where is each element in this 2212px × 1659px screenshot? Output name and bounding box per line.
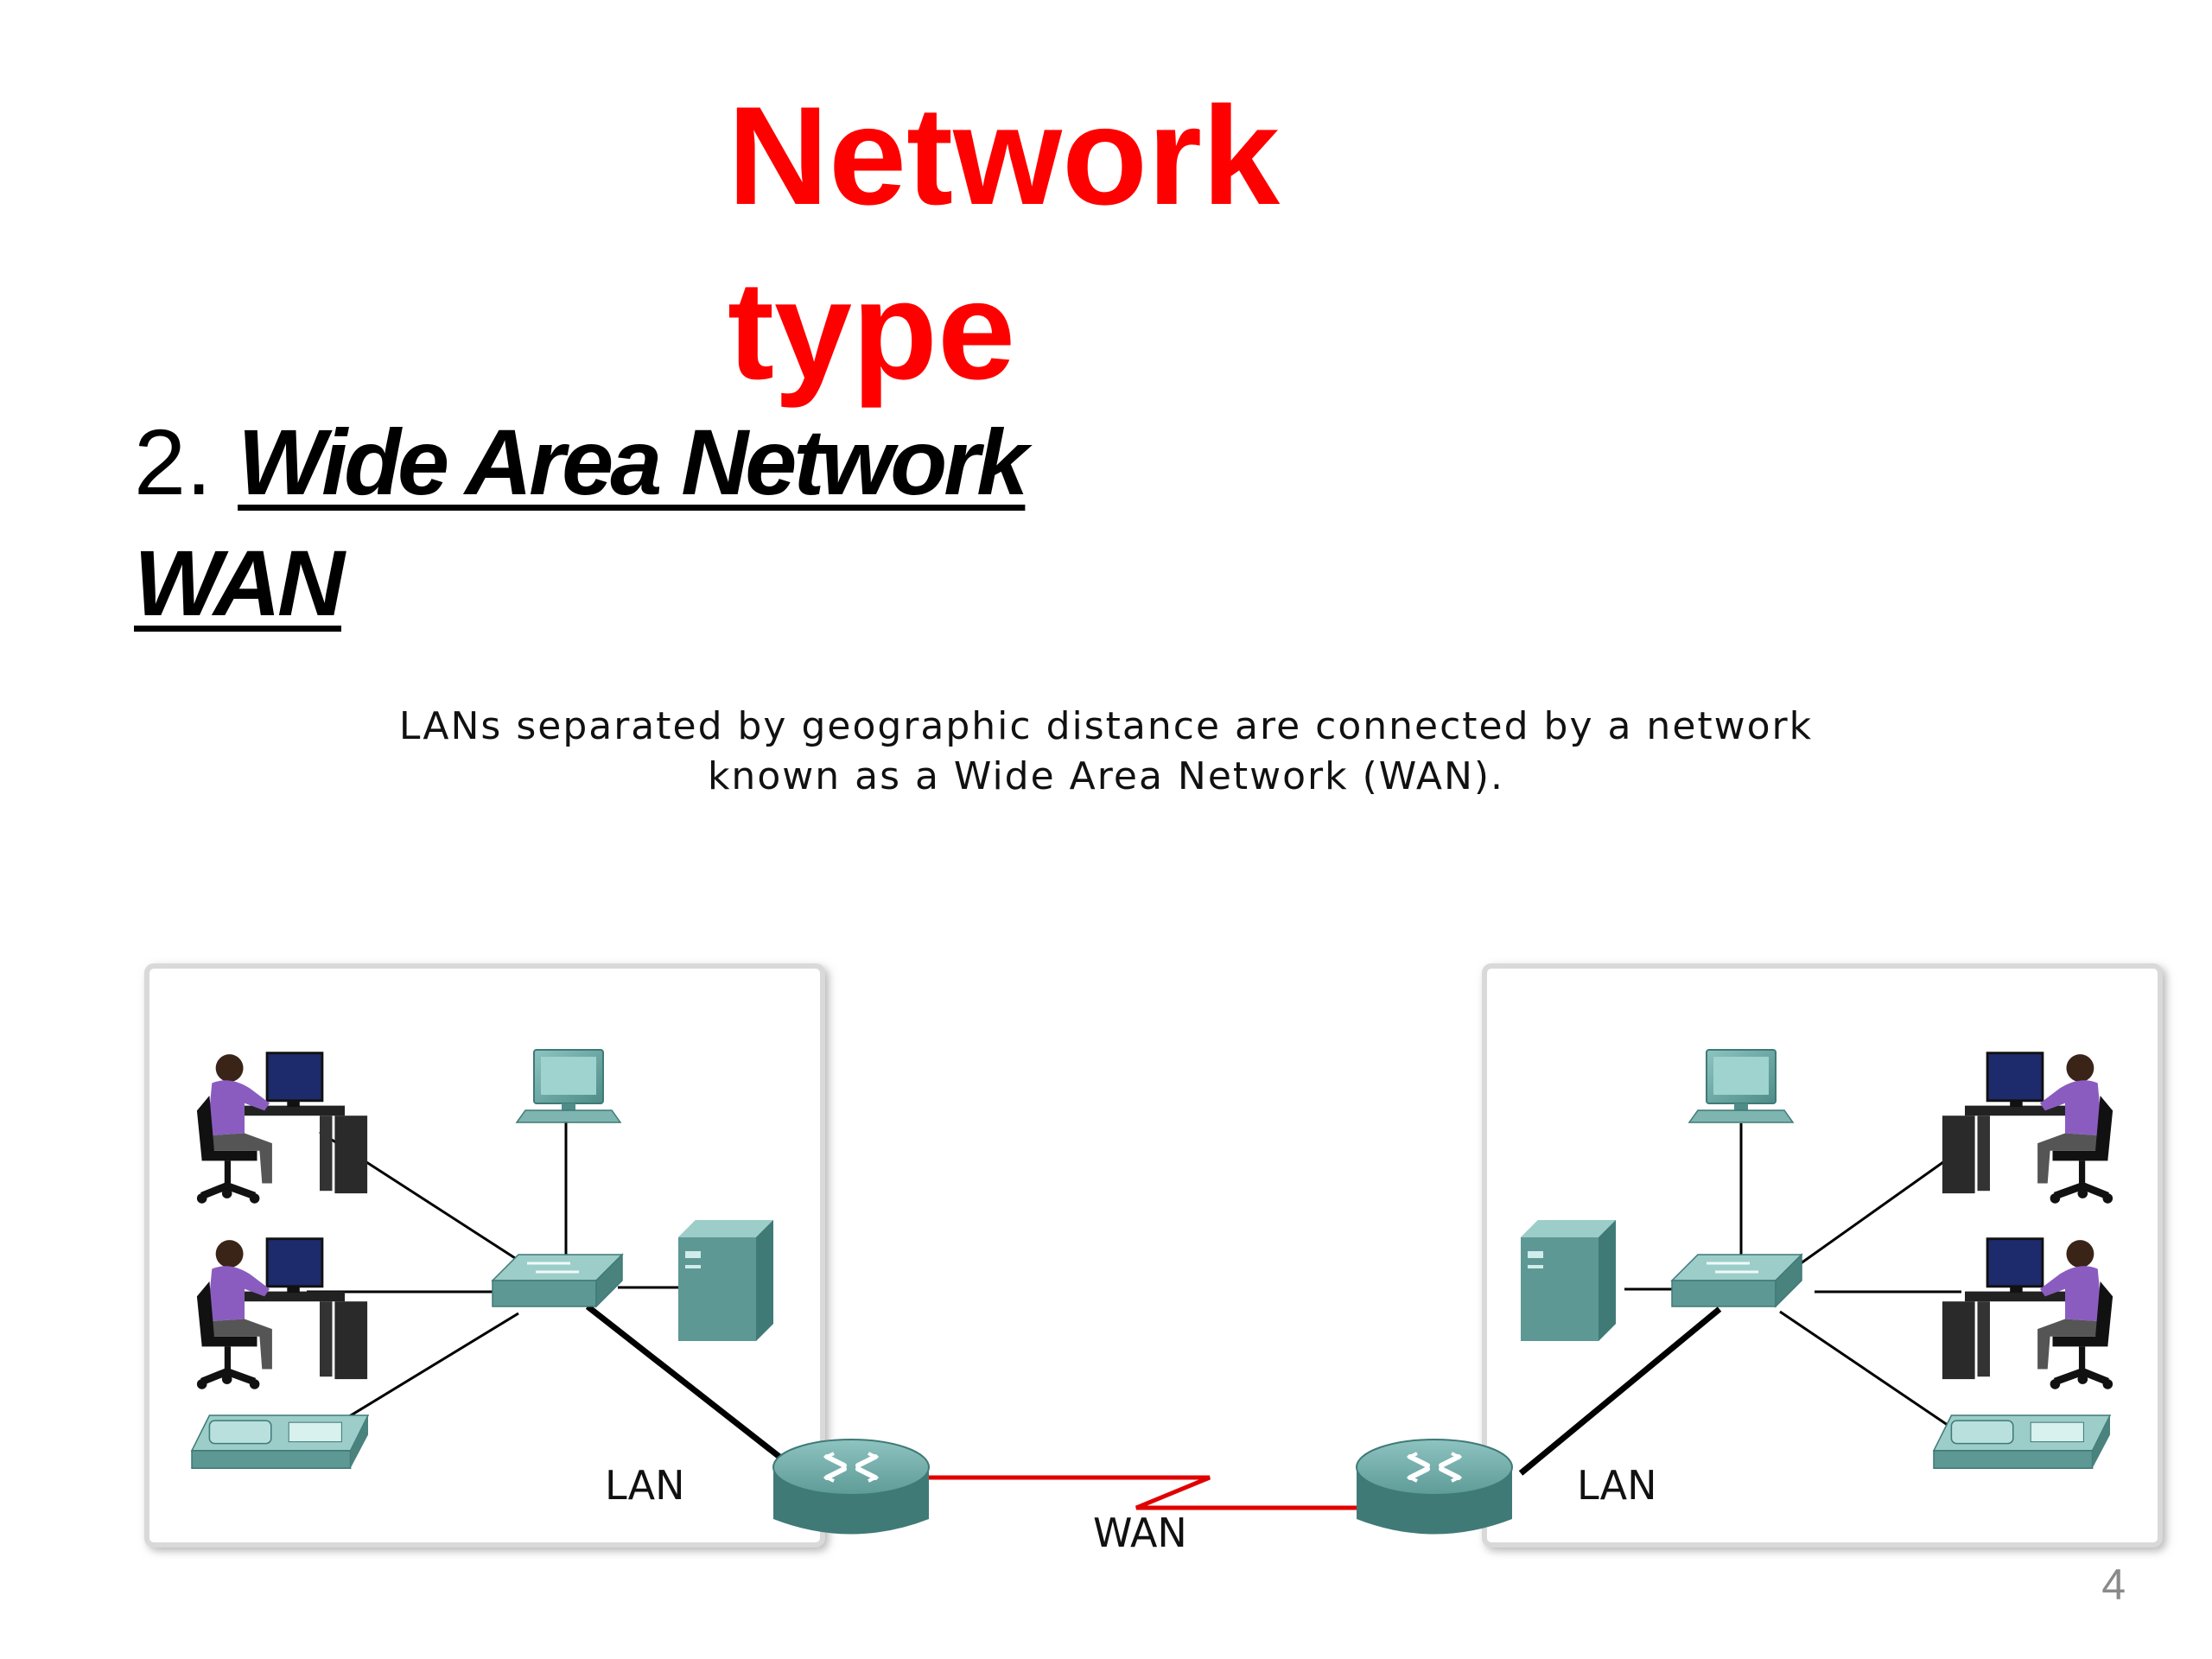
- section-heading: 2. Wide Area Network WAN: [134, 402, 1344, 644]
- server-icon: [1521, 1220, 1616, 1341]
- caption-line-2: known as a Wide Area Network (WAN).: [707, 754, 1505, 798]
- router-icon: [773, 1440, 929, 1535]
- switch-icon: [491, 1253, 624, 1308]
- wan-label: WAN: [1093, 1510, 1187, 1556]
- server-icon: [678, 1220, 773, 1341]
- right-lan-label: LAN: [1577, 1462, 1657, 1509]
- page-number: 4: [2101, 1560, 2126, 1609]
- caption-line-1: LANs separated by geographic distance ar…: [398, 704, 1814, 748]
- heading-number: 2.: [134, 410, 213, 514]
- title-line-1: Network: [728, 78, 1281, 234]
- ip-phone-icon: [191, 1414, 369, 1469]
- ip-phone-icon: [1933, 1414, 2111, 1469]
- diagram-caption: LANs separated by geographic distance ar…: [173, 702, 2039, 802]
- switch-icon: [1670, 1253, 1803, 1308]
- heading-text: Wide Area Network: [238, 410, 1028, 514]
- wan-link: [929, 1475, 1370, 1510]
- heading-abbrev: WAN: [134, 531, 345, 635]
- router-icon: [1357, 1440, 1512, 1535]
- slide-title: Network type: [728, 69, 1384, 418]
- title-line-2: type: [728, 252, 1016, 409]
- left-lan-label: LAN: [605, 1462, 685, 1509]
